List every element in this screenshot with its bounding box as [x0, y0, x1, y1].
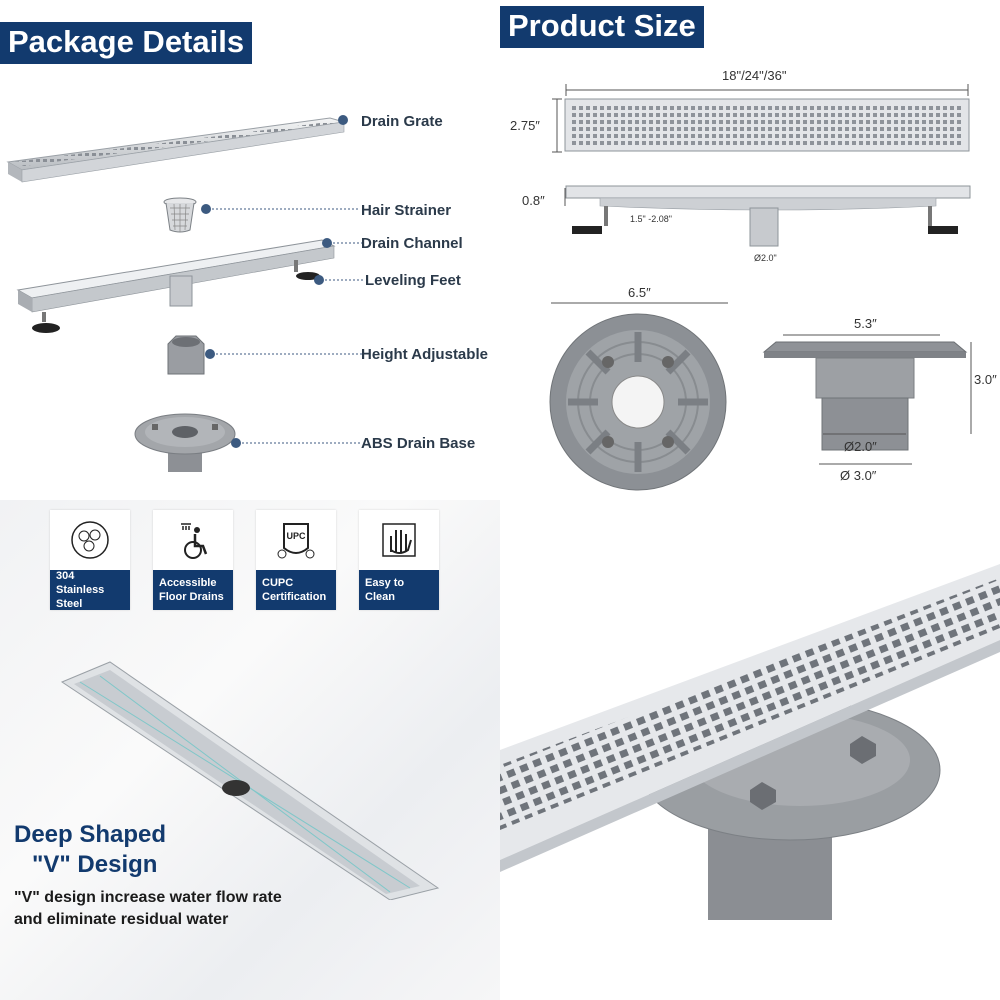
- hair-strainer-image: [163, 197, 197, 233]
- label-abs-drain-base: ABS Drain Base: [361, 435, 476, 452]
- pointer-height-adjustable: [205, 349, 362, 359]
- drain-channel-image: [16, 239, 336, 333]
- depth-dimension-line: [564, 188, 566, 206]
- dim-length: 18"/24"/36": [722, 68, 787, 83]
- feature-card-clean: Easy to Clean: [359, 510, 439, 610]
- base-inner-line: [823, 433, 906, 435]
- base-diameter-line: [551, 302, 728, 304]
- wheelchair-shower-icon: [153, 510, 233, 570]
- v-design-description: "V" design increase water flow rate and …: [14, 889, 282, 928]
- cupc-logo-icon: UPC: [256, 510, 336, 570]
- dim-outlet: Ø2.0": [754, 253, 777, 263]
- dim-width: 2.75″: [510, 118, 540, 133]
- label-leveling-feet: Leveling Feet: [365, 272, 461, 289]
- pointer-leveling-feet: [314, 275, 364, 285]
- glove-hand-icon: [359, 510, 439, 570]
- base-top-view: [549, 313, 727, 491]
- steel-balls-icon: [50, 510, 130, 570]
- features-panel: 304 Stainless Steel Accessible Floor Dra…: [0, 500, 500, 1000]
- feature-card-accessible: Accessible Floor Drains: [153, 510, 233, 610]
- label-hair-strainer: Hair Strainer: [361, 202, 452, 219]
- dim-base-outer: Ø 3.0″: [840, 468, 877, 483]
- dim-base-inner: Ø2.0″: [844, 439, 877, 454]
- package-details-title: Package Details: [0, 22, 253, 64]
- pointer-drain-channel: [322, 238, 362, 248]
- pointer-abs-drain-base: [231, 438, 362, 448]
- product-size-panel: Product Size 18"/24"/36" 2.75″ 0.8″ 1.5"…: [500, 0, 1000, 500]
- v-channel-image: [60, 661, 440, 900]
- abs-drain-base-image: [134, 413, 236, 472]
- feature-label-cupc: CUPC Certification: [256, 570, 336, 610]
- label-drain-channel: Drain Channel: [361, 235, 463, 252]
- dim-base-diameter: 6.5″: [628, 285, 651, 300]
- grate-top-view: [564, 98, 970, 152]
- dim-depth: 0.8″: [522, 193, 545, 208]
- dim-adjust: 1.5" -2.08": [630, 214, 672, 224]
- product-size-title: Product Size: [500, 6, 704, 48]
- height-adjustable-image: [167, 335, 205, 375]
- feature-label-steel: 304 Stainless Steel: [50, 570, 130, 610]
- base-outer-line: [819, 463, 912, 465]
- v-design-title: Deep Shaped "V" Design: [14, 820, 166, 880]
- feature-card-cupc: UPC CUPC Certification: [256, 510, 336, 610]
- label-drain-grate: Drain Grate: [361, 113, 443, 130]
- pointer-hair-strainer: [201, 204, 358, 214]
- feature-card-steel: 304 Stainless Steel: [50, 510, 130, 610]
- label-height-adjustable: Height Adjustable: [361, 346, 488, 363]
- dim-base-top: 5.3″: [854, 316, 877, 331]
- base-height-line: [970, 342, 972, 434]
- feature-label-accessible: Accessible Floor Drains: [153, 570, 233, 610]
- product-closeup-image: [500, 564, 1000, 920]
- channel-side-view: [565, 185, 971, 247]
- base-side-view: [762, 341, 968, 451]
- product-closeup-panel: [500, 500, 1000, 1000]
- width-dimension-line: [552, 98, 562, 153]
- svg-text:UPC: UPC: [286, 531, 306, 541]
- pointer-drain-grate: [338, 115, 348, 125]
- base-top-line: [783, 334, 940, 336]
- dim-base-height: 3.0″: [974, 372, 997, 387]
- length-dimension-line: [565, 84, 969, 96]
- feature-label-clean: Easy to Clean: [359, 570, 439, 610]
- v-design-title-line2: "V" Design: [32, 851, 158, 878]
- v-design-title-line1: Deep Shaped: [14, 821, 167, 848]
- drain-grate-image: [6, 117, 345, 183]
- package-details-panel: Package Details Drain Grate Hair Straine…: [0, 0, 500, 500]
